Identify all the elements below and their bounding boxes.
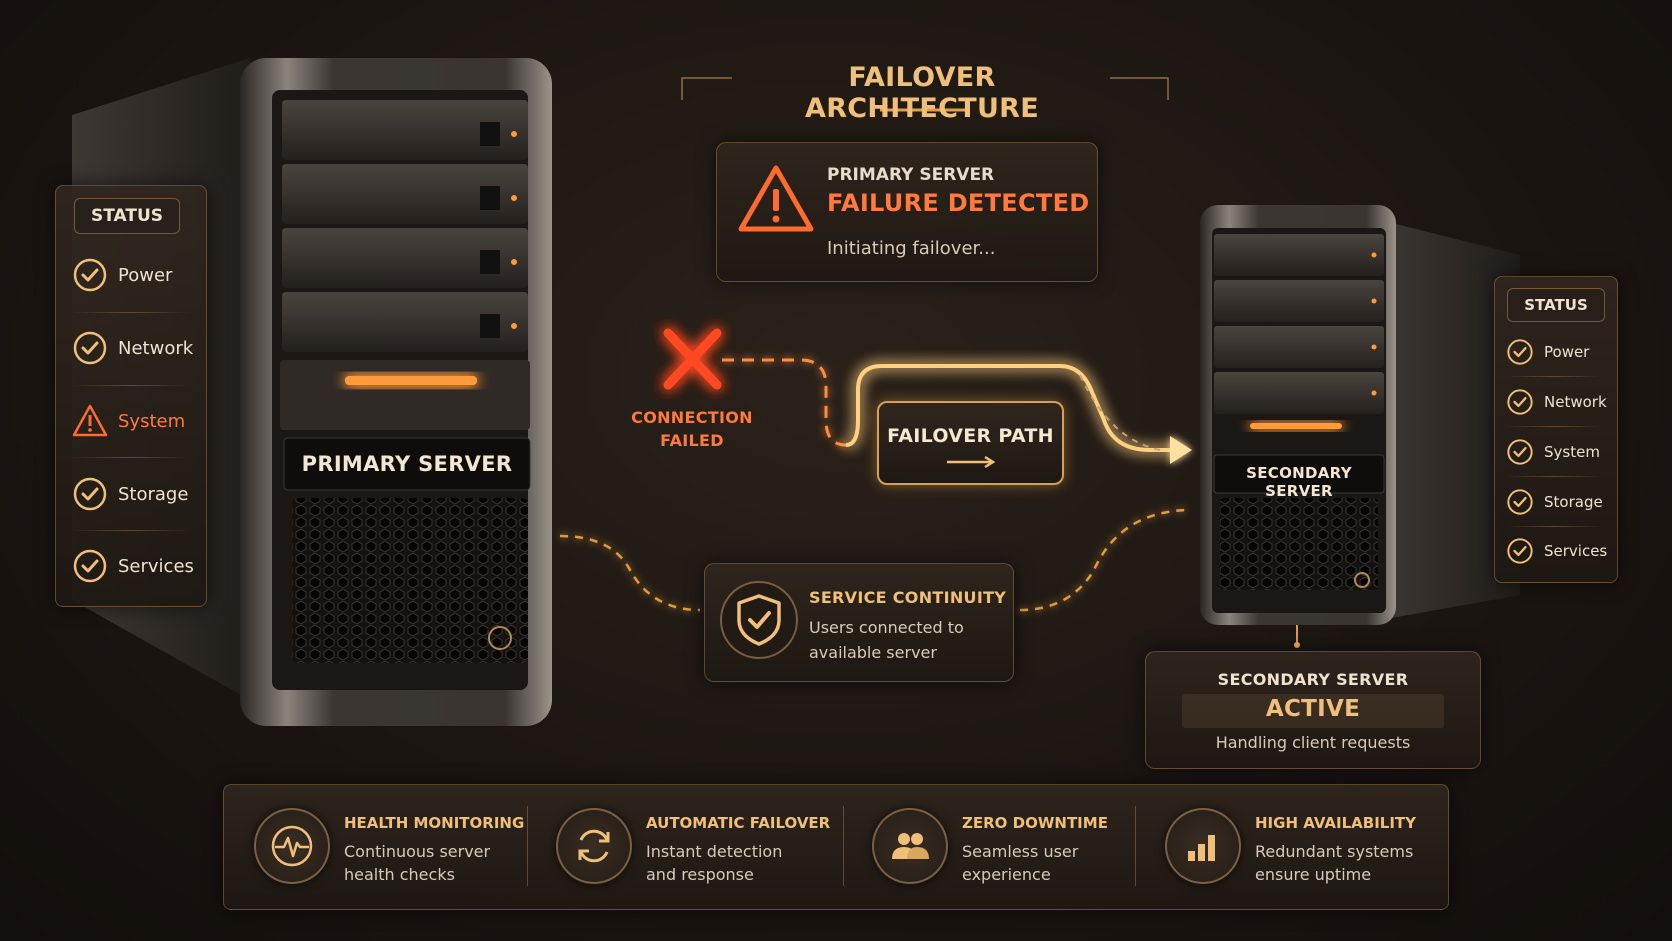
- secondary-status-power: Power: [1506, 338, 1589, 366]
- check-circle-icon: [73, 258, 107, 292]
- bar-chart-icon: [1165, 808, 1241, 884]
- secondary-status-network: Network: [1506, 388, 1607, 416]
- failover-path-label: FAILOVER PATH: [887, 425, 1054, 447]
- feature-line2: ensure uptime: [1255, 865, 1372, 884]
- feature-title: HEALTH MONITORING: [344, 814, 525, 832]
- active-highlight: [1182, 694, 1444, 728]
- continuity-text: Users connected to available server: [809, 615, 964, 665]
- connection-line1: CONNECTION: [631, 408, 753, 427]
- users-icon: [872, 808, 948, 884]
- status-label: Network: [1544, 393, 1607, 411]
- heartbeat-icon: [254, 808, 330, 884]
- active-subtitle: SECONDARY SERVER: [1217, 670, 1409, 689]
- failover-path-line: [845, 364, 1192, 464]
- page-title: FAILOVER ARCHITECTURE: [805, 62, 1039, 124]
- failover-path-box: FAILOVER PATH: [877, 401, 1064, 485]
- feature-title: ZERO DOWNTIME: [962, 814, 1108, 832]
- connection-failed-x-icon: [663, 328, 722, 390]
- primary-status-system: System: [72, 403, 185, 439]
- refresh-icon: [556, 808, 632, 884]
- primary-drive-bays: [282, 100, 528, 352]
- feature-line2: experience: [962, 865, 1051, 884]
- shield-check-icon: [720, 581, 798, 659]
- continuity-title: SERVICE CONTINUITY: [809, 588, 1007, 607]
- connection-failed-label: CONNECTION FAILED: [620, 406, 764, 452]
- active-message: Handling client requests: [1215, 733, 1411, 752]
- feature-zero-downtime: ZERO DOWNTIME Seamless user experience: [872, 808, 1108, 886]
- active-title: ACTIVE: [1265, 696, 1361, 722]
- primary-status-title: STATUS: [74, 198, 180, 234]
- feature-health-monitoring: HEALTH MONITORING Continuous server healt…: [254, 808, 524, 886]
- secondary-status-title: STATUS: [1507, 288, 1605, 322]
- check-circle-icon: [1507, 489, 1533, 515]
- check-circle-icon: [1507, 389, 1533, 415]
- status-label: Power: [118, 264, 173, 286]
- status-label: Services: [1544, 542, 1608, 560]
- primary-status-storage: Storage: [72, 476, 188, 512]
- secondary-status-services: Services: [1506, 537, 1607, 565]
- feature-line2: health checks: [344, 865, 455, 884]
- status-label: Storage: [1544, 493, 1603, 511]
- continuity-line: [559, 508, 1300, 648]
- arrow-right-icon: [947, 455, 996, 469]
- check-circle-icon: [1507, 339, 1533, 365]
- failed-connection-line: [560, 358, 847, 447]
- primary-status-power: Power: [72, 257, 172, 293]
- check-circle-icon: [73, 477, 107, 511]
- check-circle-icon: [73, 331, 107, 365]
- warning-icon: [72, 404, 108, 437]
- feature-line1: Redundant systems: [1255, 842, 1414, 861]
- primary-status-network: Network: [72, 330, 193, 366]
- status-label: Services: [118, 555, 194, 577]
- check-circle-icon: [73, 549, 107, 583]
- feature-line1: Seamless user: [962, 842, 1079, 861]
- failure-alert-card: PRIMARY SERVER FAILURE DETECTED Initiati…: [716, 142, 1098, 282]
- continuity-line1: Users connected to: [809, 618, 964, 637]
- feature-automatic-failover: AUTOMATIC FAILOVER Instant detection and …: [556, 808, 830, 886]
- status-label: Network: [118, 337, 194, 359]
- status-label: System: [1544, 443, 1600, 461]
- secondary-drive-bays: [1214, 234, 1384, 414]
- title-frame: [681, 77, 1169, 112]
- feature-title: HIGH AVAILABILITY: [1255, 814, 1417, 832]
- primary-status-panel: [55, 185, 207, 607]
- continuity-line2: available server: [809, 643, 937, 662]
- feature-line1: Instant detection: [646, 842, 783, 861]
- secondary-server-tower: [1200, 205, 1520, 625]
- feature-title: AUTOMATIC FAILOVER: [646, 814, 831, 832]
- warning-icon: [738, 165, 814, 232]
- check-circle-icon: [1507, 538, 1533, 564]
- check-circle-icon: [1507, 439, 1533, 465]
- status-label: System: [118, 410, 186, 432]
- feature-high-availability: HIGH AVAILABILITY Redundant systems ensur…: [1165, 808, 1416, 886]
- alert-subtitle: PRIMARY SERVER: [827, 165, 995, 185]
- alert-title: FAILURE DETECTED: [827, 189, 1090, 217]
- status-label: Power: [1544, 343, 1590, 361]
- feature-bar: [223, 784, 1449, 910]
- service-continuity-card: SERVICE CONTINUITY Users connected to av…: [704, 563, 1014, 682]
- secondary-status-system: System: [1506, 438, 1600, 466]
- secondary-active-card: SECONDARY SERVER ACTIVE Handling client …: [1145, 651, 1481, 769]
- primary-server-label: PRIMARY SERVER: [301, 452, 513, 476]
- feature-line1: Continuous server: [344, 842, 491, 861]
- primary-status-services: Services: [72, 548, 194, 584]
- alert-message: Initiating failover...: [827, 238, 996, 259]
- secondary-server-label: SECONDARY SERVER: [1246, 464, 1352, 500]
- status-label: Storage: [118, 483, 189, 505]
- connection-line2: FAILED: [660, 431, 724, 450]
- secondary-status-storage: Storage: [1506, 488, 1603, 516]
- feature-line2: and response: [646, 865, 754, 884]
- secondary-status-panel: [1494, 276, 1618, 583]
